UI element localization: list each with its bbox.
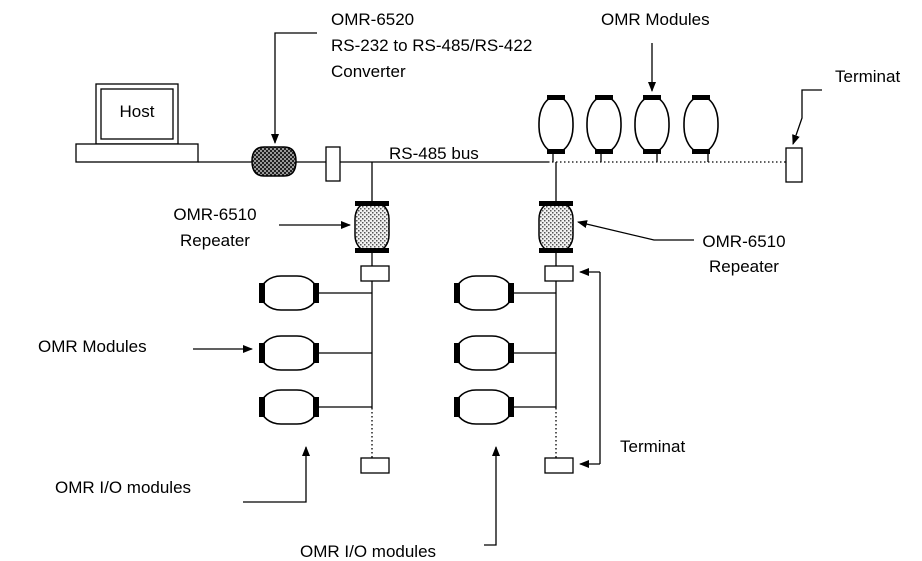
bus-terminator-box <box>785 147 803 183</box>
repeater-right-arrow <box>577 220 694 241</box>
top-module-4 <box>683 95 719 154</box>
left-branch-connector <box>360 265 390 282</box>
right-io-module-2 <box>454 335 514 371</box>
host-monitor-screen <box>100 88 174 140</box>
repeater-right-type-label: Repeater <box>709 257 779 276</box>
right-io-module-1 <box>454 275 514 311</box>
omr-modules-left-label: OMR Modules <box>38 337 147 356</box>
right-branch <box>454 162 574 474</box>
terminator-right-label: Terminat <box>620 437 685 456</box>
top-module-3 <box>634 95 670 154</box>
io-modules-bottom-arrow <box>484 446 500 546</box>
io-modules-bottom-label: OMR I/O modules <box>300 542 436 561</box>
repeater-right-model-label: OMR-6510 <box>702 232 785 251</box>
left-io-module-1 <box>259 275 319 311</box>
left-io-module-2 <box>259 335 319 371</box>
terminator-top-arrow <box>792 89 822 145</box>
left-branch <box>259 162 390 474</box>
host-keyboard <box>75 143 199 163</box>
terminator-top-label: Terminat <box>835 67 900 86</box>
repeater-left-model-label: OMR-6510 <box>173 205 256 224</box>
io-modules-left-arrow <box>243 446 310 503</box>
left-io-module-3 <box>259 389 319 425</box>
right-io-module-3 <box>454 389 514 425</box>
right-branch-terminator <box>544 457 574 474</box>
bus-connector-box <box>325 146 341 182</box>
converter-desc-label: RS-232 to RS-485/RS-422 <box>331 36 532 55</box>
right-branch-connector <box>544 265 574 282</box>
right-repeater <box>538 201 574 253</box>
top-omr-modules <box>538 95 719 162</box>
left-repeater <box>354 201 390 253</box>
bus-label: RS-485 bus <box>389 144 479 163</box>
converter-model-label: OMR-6520 <box>331 10 414 29</box>
host-label: Host <box>120 102 155 121</box>
host-computer: Host <box>75 83 199 163</box>
converter-omr-6520 <box>251 146 297 177</box>
top-module-1 <box>538 95 574 154</box>
converter-type-label: Converter <box>331 62 406 81</box>
top-module-2 <box>586 95 622 154</box>
left-branch-terminator <box>360 457 390 474</box>
converter-arrow <box>271 32 317 144</box>
io-modules-left-label: OMR I/O modules <box>55 478 191 497</box>
omr-modules-top-label: OMR Modules <box>601 10 710 29</box>
repeater-left-type-label: Repeater <box>180 231 250 250</box>
